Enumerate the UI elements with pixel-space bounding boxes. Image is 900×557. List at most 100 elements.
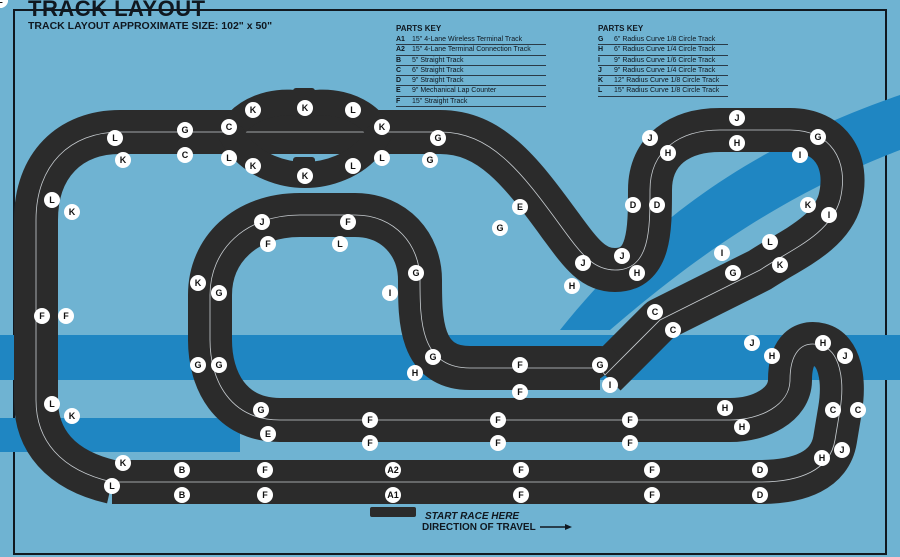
part-label-badge: L [44,192,60,208]
part-label-badge: F [257,487,273,503]
part-label-badge: E [512,199,528,215]
page-subtitle: TRACK LAYOUT APPROXIMATE SIZE: 102" x 50… [28,20,273,32]
part-label-badge: L [762,234,778,250]
part-label-badge: H [717,400,733,416]
parts-key-row: K 12" Radius Curve 1/8 Circle Track [598,76,728,87]
part-label-badge: G [408,265,424,281]
terminal-box [370,507,416,517]
part-label-badge: K [297,168,313,184]
part-label-badge: G [177,122,193,138]
part-label-badge: K [115,152,131,168]
parts-key-desc: 15" Radius Curve 1/8 Circle Track [614,87,720,95]
part-label-badge: F [512,384,528,400]
part-label-badge: L [44,396,60,412]
parts-key-code: A2 [396,46,405,54]
part-label-badge: B [174,462,190,478]
part-label-badge: J [729,110,745,126]
parts-key-row: C 6" Straight Track [396,66,546,77]
part-label-badge: F [362,435,378,451]
part-label-badge: J [834,442,850,458]
parts-key-code: A1 [396,36,405,43]
parts-key-desc: 15" Straight Track [412,97,468,105]
part-label-badge: F [490,412,506,428]
parts-key-row: L 15" Radius Curve 1/8 Circle Track [598,86,728,97]
part-label-badge: A1 [385,487,401,503]
parts-key-code: K [598,77,604,85]
part-label-badge: L [0,0,8,8]
start-race-label: START RACE HERE [425,511,520,522]
part-label-badge: I [602,377,618,393]
part-label-badge: K [64,204,80,220]
part-label-badge: F [513,487,529,503]
parts-key-code: L [598,87,603,95]
lap-counter-bottom [293,157,315,171]
page-title: TRACK LAYOUT [28,0,206,21]
part-label-badge: K [64,408,80,424]
part-label-badge: K [374,119,390,135]
part-label-badge: C [221,119,237,135]
part-label-badge: F [490,435,506,451]
part-label-badge: K [297,100,313,116]
part-label-badge: K [772,257,788,273]
parts-key-code: G [598,36,604,43]
part-label-badge: F [513,462,529,478]
part-label-badge: K [115,455,131,471]
parts-key-row: G 6" Radius Curve 1/8 Circle Track [598,35,728,46]
part-label-badge: A2 [385,462,401,478]
part-label-badge: F [257,462,273,478]
part-label-badge: J [642,130,658,146]
part-label-badge: H [814,450,830,466]
part-label-badge: I [382,285,398,301]
part-label-badge: F [340,214,356,230]
parts-key-title: PARTS KEY [396,24,442,33]
part-label-badge: G [430,130,446,146]
part-label-badge: H [734,419,750,435]
part-label-badge: F [512,357,528,373]
part-label-badge: L [104,478,120,494]
part-label-badge: K [800,197,816,213]
part-label-badge: G [425,349,441,365]
part-label-badge: F [622,435,638,451]
part-label-badge: G [492,220,508,236]
lane-line [395,131,616,271]
part-label-badge: K [245,158,261,174]
part-label-badge: H [764,348,780,364]
part-label-badge: H [815,335,831,351]
part-label-badge: F [362,412,378,428]
parts-key-desc: 15" 4-Lane Terminal Connection Track [412,46,531,54]
part-label-badge: B [174,487,190,503]
parts-key-row: A2 15" 4-Lane Terminal Connection Track [396,45,546,56]
part-label-badge: G [725,265,741,281]
parts-key-desc: 12" Radius Curve 1/8 Circle Track [614,77,720,85]
part-label-badge: L [374,150,390,166]
parts-key-code: F [396,97,401,105]
part-label-badge: I [792,147,808,163]
part-label-badge: F [260,236,276,252]
part-label-badge: G [253,402,269,418]
part-label-badge: C [647,304,663,320]
parts-key-desc: 6" Straight Track [412,66,464,74]
lane-line [35,131,230,483]
part-label-badge: H [407,365,423,381]
parts-key-desc: 6" Radius Curve 1/8 Circle Track [614,36,716,43]
part-label-badge: C [850,402,866,418]
direction-arrowhead [565,524,572,530]
parts-key-code: E [396,87,401,95]
part-label-badge: K [245,102,261,118]
part-label-badge: G [810,129,826,145]
part-label-badge: D [625,197,641,213]
part-label-badge: G [592,357,608,373]
part-label-badge: C [177,147,193,163]
part-label-badge: F [622,412,638,428]
parts-key-code: H [598,46,604,54]
parts-key-code: D [396,77,402,85]
parts-key-code: C [396,66,402,74]
part-label-badge: H [729,135,745,151]
